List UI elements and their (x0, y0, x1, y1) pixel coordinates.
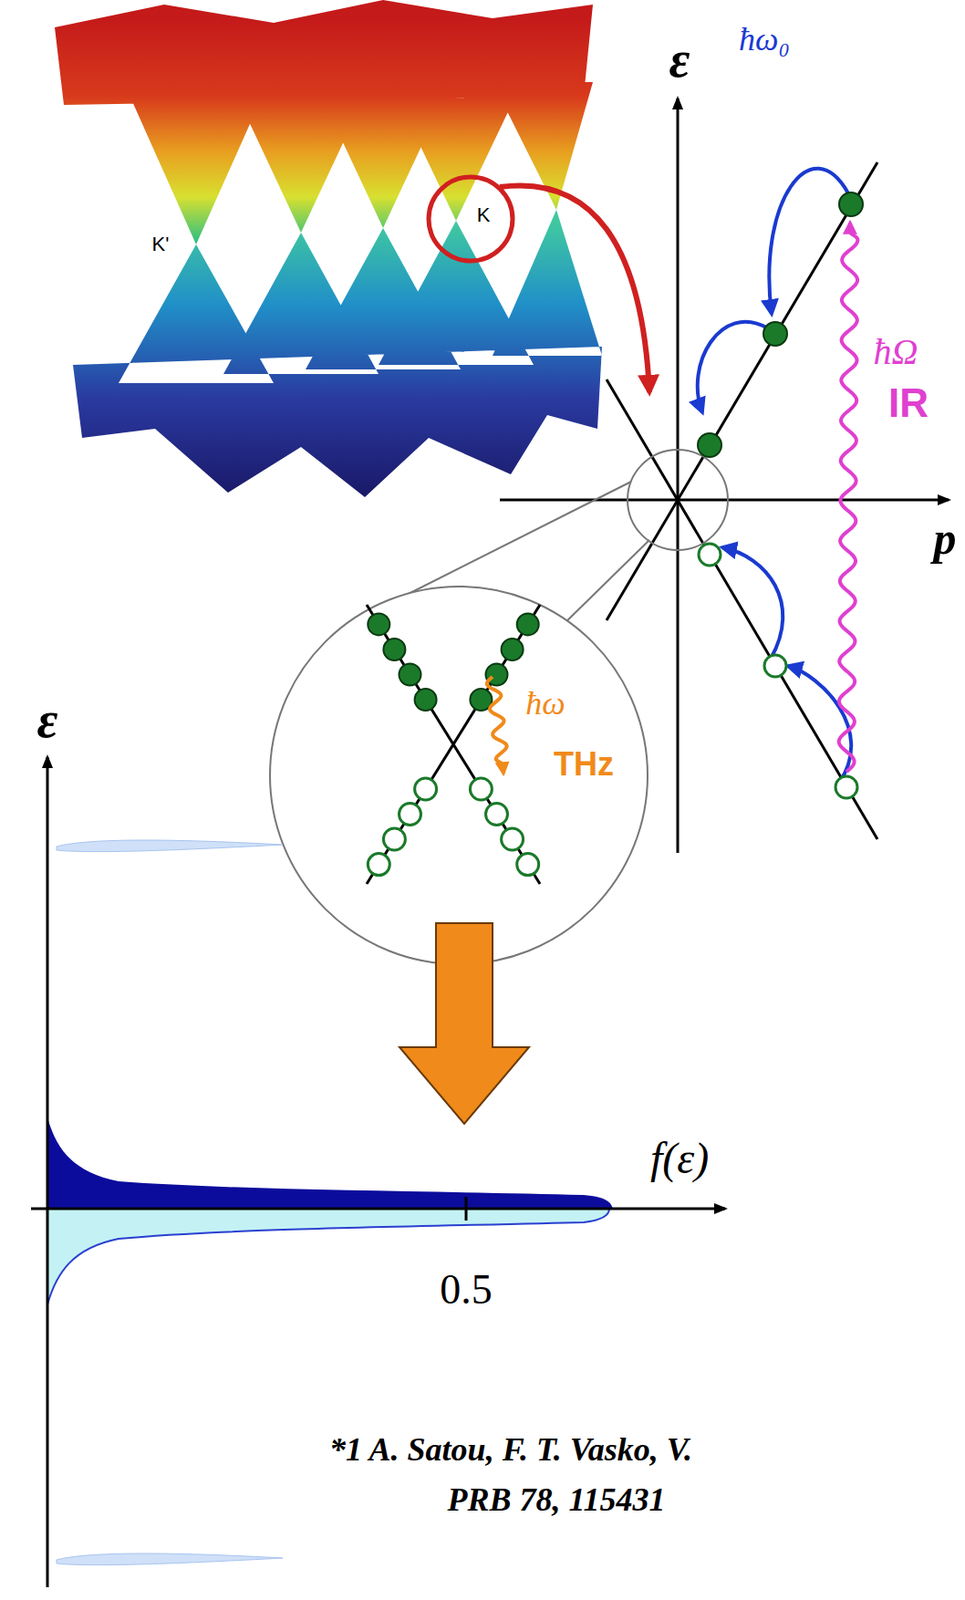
diagram-label: K' (149, 233, 173, 256)
diagram-label: ε (37, 692, 59, 749)
valence-band (72, 209, 602, 498)
band-surface (54, 0, 650, 498)
dispersion-line (366, 604, 540, 884)
electron-dot (415, 688, 437, 711)
energy-axis (676, 98, 680, 853)
hole-dot (764, 654, 787, 677)
hole-dot (501, 828, 524, 851)
phonon-arrow (697, 321, 768, 413)
hole-dot (469, 778, 492, 800)
electron-dot (367, 612, 390, 635)
hole-dot (367, 853, 390, 876)
diagram-label: THz (553, 746, 614, 783)
thz-photon (487, 676, 508, 774)
ir-photon (839, 222, 859, 772)
hole-distribution (47, 1208, 610, 1305)
distribution-plot (31, 757, 726, 1588)
hole-dot (486, 803, 509, 826)
energy-axis (46, 757, 50, 1588)
electron-dot (517, 612, 540, 635)
diagram-label: ħΩ (873, 332, 919, 373)
momentum-axis (499, 498, 949, 502)
phonon-arrow (768, 168, 849, 314)
zoom-arrow (499, 185, 650, 393)
electron-dot (839, 192, 863, 217)
diagram-label: *1 A. Satou, F. T. Vasko, V. (329, 1431, 693, 1469)
diagram-label: ε (669, 31, 691, 89)
occupation-axis (31, 1207, 726, 1211)
dispersion-line (606, 162, 878, 621)
zoom-view (269, 586, 648, 965)
carrier-dots (367, 612, 539, 875)
phonon-arrow (788, 665, 851, 783)
dispersion-line (366, 604, 540, 884)
valley-highlight (428, 176, 513, 261)
electron-dot (697, 433, 722, 457)
spectral-peak (56, 1553, 283, 1566)
zoom-leader (558, 539, 650, 630)
hole-dot (399, 803, 422, 826)
carrier-dots (697, 192, 863, 799)
hole-dot (517, 853, 540, 876)
hole-dot (415, 778, 437, 800)
diagram-label: ħω₀ (738, 21, 790, 59)
spectral-peak (56, 840, 283, 852)
electron-dot (399, 664, 422, 686)
electron-dot (383, 638, 405, 661)
electron-dot (501, 638, 524, 661)
diagram-label: PRB 78, 115431 (446, 1482, 665, 1519)
zoom-leader (383, 481, 632, 607)
result-arrow (399, 923, 530, 1124)
electron-dot (763, 321, 788, 346)
phonon-arrow (722, 547, 783, 659)
axis-tick (465, 1196, 468, 1221)
zoom-circle (269, 586, 648, 965)
diagram-label: 0.5 (439, 1266, 493, 1314)
origin-circle (627, 449, 728, 550)
hole-dot (383, 828, 405, 851)
diagram-label: IR (888, 381, 929, 426)
hole-dot (835, 776, 858, 799)
diagram-label: K (474, 204, 494, 227)
diagram-label: f(ε) (650, 1134, 709, 1183)
hole-dot (698, 543, 721, 566)
electron-distribution (47, 1117, 613, 1209)
diagram-label: p (933, 513, 957, 564)
diagram-label: ħω (525, 685, 565, 723)
